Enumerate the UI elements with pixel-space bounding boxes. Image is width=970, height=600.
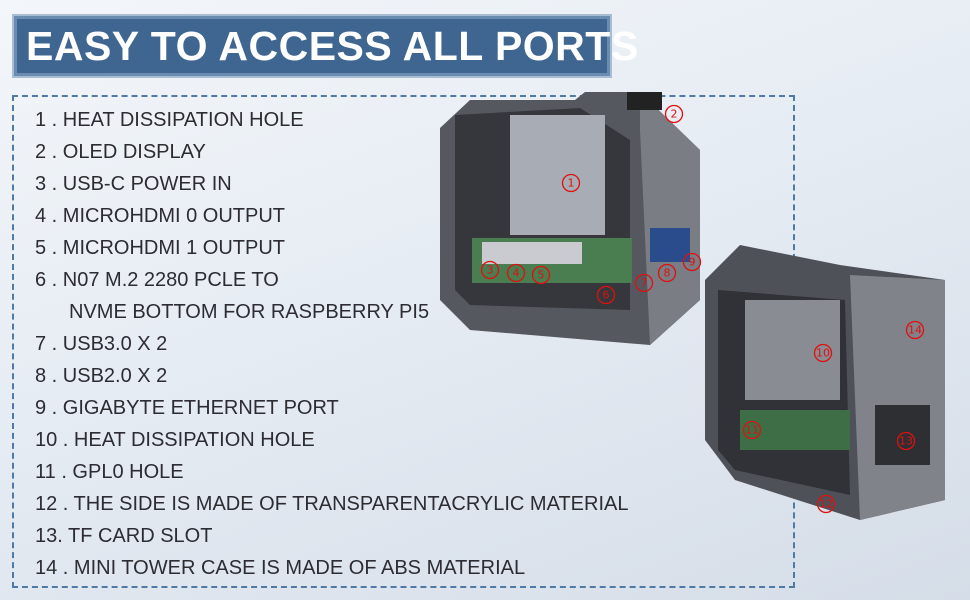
callout-number: 4 xyxy=(513,267,520,280)
feature-list-frame xyxy=(12,95,795,588)
callout-circle xyxy=(561,173,581,193)
feature-list: 1 . HEAT DISSIPATION HOLE 2 . OLED DISPL… xyxy=(35,106,628,586)
callout-circle xyxy=(506,263,526,283)
list-item: NVME BOTTOM FOR RASPBERRY PI5 xyxy=(69,301,430,323)
callout-number: 3 xyxy=(487,264,494,277)
callout-number: 2 xyxy=(671,108,678,121)
case-side-view xyxy=(705,245,945,520)
callout-number: 7 xyxy=(641,277,648,290)
page-title: EASY TO ACCESS ALL PORTS xyxy=(26,23,639,69)
callout-number: 6 xyxy=(603,289,610,302)
list-item: 3 . USB-C POWER IN xyxy=(35,173,232,195)
callout-circle xyxy=(905,320,925,340)
title-banner: EASY TO ACCESS ALL PORTS xyxy=(12,14,638,78)
callout-number: 8 xyxy=(664,267,671,280)
heatsink xyxy=(510,115,605,235)
callout-number: 14 xyxy=(908,324,922,337)
list-item: 4 . MICROHDMI 0 OUTPUT xyxy=(35,205,286,227)
callout-circle xyxy=(596,285,616,305)
callout-circle xyxy=(813,343,833,363)
callout-number: 13 xyxy=(899,435,913,448)
list-item: 7 . USB3.0 X 2 xyxy=(35,333,168,355)
callout-circle xyxy=(682,252,702,272)
callout-circle xyxy=(657,263,677,283)
list-item: 6 . N07 M.2 2280 PCLE TO xyxy=(35,269,279,291)
case-front-view xyxy=(440,92,700,345)
list-item: 10 . HEAT DISSIPATION HOLE xyxy=(35,429,315,451)
list-item: 5 . MICROHDMI 1 OUTPUT xyxy=(35,237,286,259)
callout-circle xyxy=(480,260,500,280)
callout-number: 11 xyxy=(745,424,759,437)
callout-number: 12 xyxy=(819,498,833,511)
callout-circle xyxy=(742,420,762,440)
circuit-board xyxy=(740,410,850,450)
list-item: 2 . OLED DISPLAY xyxy=(35,141,206,163)
callout-circle xyxy=(816,494,836,514)
list-item: 8 . USB2.0 X 2 xyxy=(35,365,168,387)
list-item: 9 . GIGABYTE ETHERNET PORT xyxy=(35,397,339,419)
list-item: 14 . MINI TOWER CASE IS MADE OF ABS MATE… xyxy=(35,557,526,579)
callout-circle xyxy=(896,431,916,451)
callout-number: 9 xyxy=(689,256,696,269)
callout-number: 10 xyxy=(816,347,830,360)
callout-circle xyxy=(531,265,551,285)
list-item: 1 . HEAT DISSIPATION HOLE xyxy=(35,109,304,131)
callout-circle xyxy=(634,273,654,293)
list-item: 11 . GPL0 HOLE xyxy=(35,461,184,483)
list-item: 13. TF CARD SLOT xyxy=(35,525,213,547)
callout-circle xyxy=(664,104,684,124)
callout-number: 5 xyxy=(538,269,545,282)
callout-number: 1 xyxy=(568,177,575,190)
list-item: 12 . THE SIDE IS MADE OF TRANSPARENTACRY… xyxy=(35,493,629,515)
